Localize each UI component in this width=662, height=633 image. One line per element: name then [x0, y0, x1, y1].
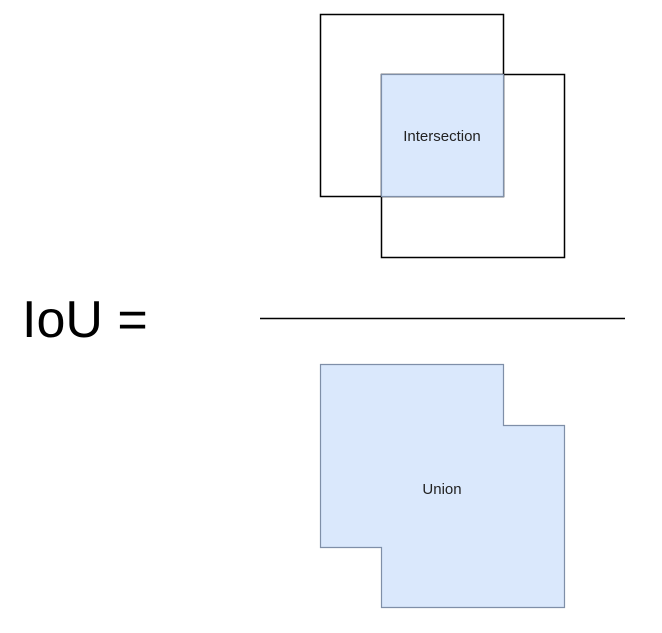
union-label: Union — [422, 481, 461, 498]
iou-formula-label: IoU = — [22, 291, 148, 349]
denominator: Union — [319, 363, 566, 609]
intersection-region — [380, 73, 505, 198]
union-region — [319, 363, 566, 609]
numerator: Intersection — [319, 13, 566, 259]
intersection-label: Intersection — [403, 128, 481, 145]
